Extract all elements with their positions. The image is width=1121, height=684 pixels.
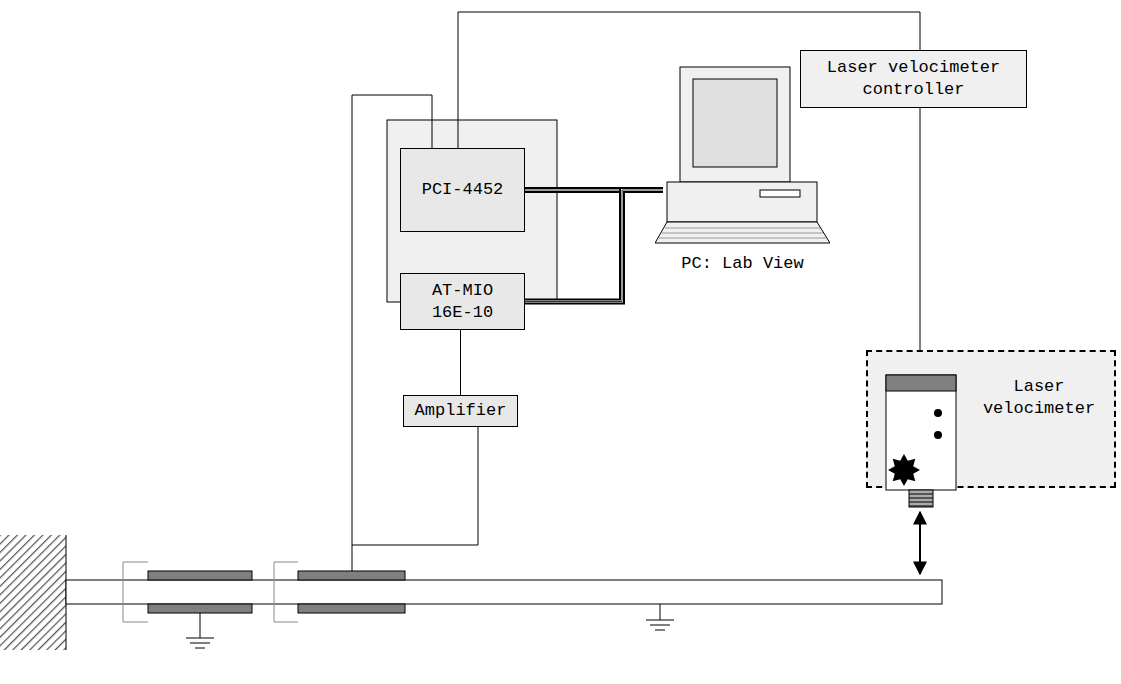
signal-wire	[460, 330, 461, 395]
velocimeter-head	[886, 375, 986, 535]
controller-box: Laser velocimeter controller	[800, 50, 1027, 108]
wall	[0, 535, 66, 650]
node-label: Laser velocimeter	[974, 376, 1104, 420]
velocimeter-region: Laser velocimeter	[866, 350, 1116, 488]
daq-card: AT-MIO 16E-10	[400, 273, 525, 330]
laser-beam-arrow	[919, 512, 921, 574]
piezo-brackets	[123, 562, 298, 622]
data-bus	[525, 190, 663, 302]
piezo-patches	[148, 571, 405, 613]
node-label: Laser velocimeter controller	[806, 57, 1021, 101]
beam	[66, 580, 942, 604]
node-label: PC: Lab View	[655, 253, 830, 275]
node-label: Amplifier	[408, 400, 513, 422]
ground-symbols	[186, 604, 674, 648]
signal-wire	[920, 108, 921, 375]
node-label: AT-MIO 16E-10	[418, 280, 508, 324]
node-label: PCI-4452	[405, 179, 520, 201]
amplifier-box: Amplifier	[403, 395, 518, 427]
daq-card: PCI-4452	[400, 148, 525, 232]
